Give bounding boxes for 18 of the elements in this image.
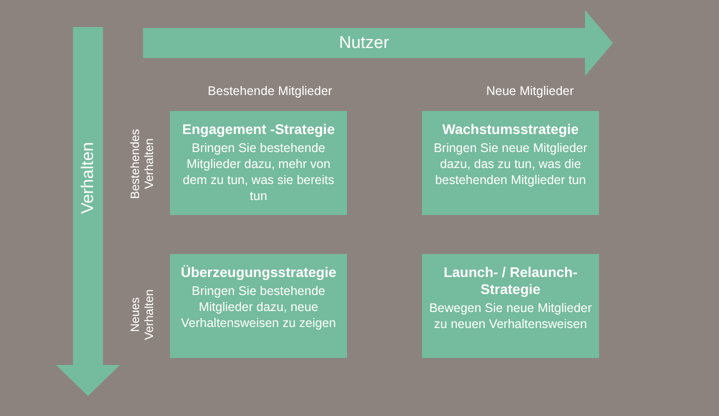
column-header: Bestehende Mitglieder [206, 84, 334, 98]
box-title: Überzeugungsstrategie [180, 264, 338, 281]
strategy-box [422, 111, 599, 215]
box-text: Bringen Sie bestehende Mitglieder dazu, neue Verhaltensweisen zu zeigen [180, 283, 337, 331]
box-text: Bringen Sie neue Mitglieder dazu, das zu tun, was die bestehenden Mitglieder tun [432, 140, 588, 188]
arrow-label: Verhalten [77, 142, 98, 214]
arrow-label: Nutzer [338, 32, 390, 54]
column-header: Neue Mitglieder [485, 84, 575, 98]
box-title: Launch- / Relaunch-Strategie [442, 264, 578, 298]
box-text: Bringen Sie bestehende Mitglieder dazu, mehr von dem zu tun, was sie bereits tun [182, 140, 336, 204]
box-text: Bewegen Sie neue Mitglieder zu neuen Verhaltensweisen [428, 300, 593, 332]
box-title: Engagement -Strategie [181, 121, 336, 138]
row-header: Neues Verhalten [128, 288, 156, 342]
row-header: Bestehendes Verhalten [128, 128, 156, 202]
box-title: Wachstumsstrategie [441, 121, 580, 138]
strategy-box [170, 254, 347, 358]
strategy-box [170, 111, 347, 215]
strategy-box [422, 254, 599, 358]
